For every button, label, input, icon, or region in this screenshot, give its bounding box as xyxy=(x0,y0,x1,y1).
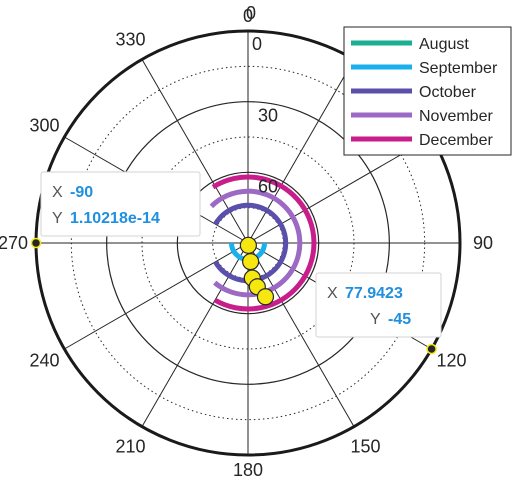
series-arc-december xyxy=(211,174,317,312)
datatip-x-key-1: X xyxy=(327,285,338,302)
series-arcs xyxy=(209,174,317,312)
datatip-y-value-1: -45 xyxy=(388,311,411,328)
datatip-anchor-1 xyxy=(426,343,437,355)
legend-item-october[interactable]: October xyxy=(351,84,477,101)
theta-tick-label-0: 0 xyxy=(243,6,253,26)
datatip-y-key-0: Y xyxy=(52,210,63,227)
data-markers xyxy=(239,236,275,306)
legend-label-november: November xyxy=(419,108,493,125)
datatip-x-value-0: -90 xyxy=(70,184,93,201)
datatip-box-0 xyxy=(40,171,201,237)
legend-item-august[interactable]: August xyxy=(351,36,469,53)
legend-label-october: October xyxy=(419,84,477,101)
theta-tick-label-150: 150 xyxy=(350,437,380,457)
data-marker-1[interactable] xyxy=(242,253,260,271)
datatip-y-key-1: Y xyxy=(370,311,381,328)
r-tick-label-0: 0 xyxy=(252,34,262,54)
legend[interactable]: August September October November Decemb… xyxy=(343,26,512,156)
theta-gridline-240 xyxy=(64,242,249,350)
datatip-anchor-0 xyxy=(30,237,42,249)
legend-item-september[interactable]: September xyxy=(351,60,498,77)
r-minor-gridcircle-15 xyxy=(70,65,426,421)
theta-tick-label-270: 270 xyxy=(0,233,28,253)
theta-zero-label: 0 xyxy=(246,3,256,23)
legend-label-september: September xyxy=(419,60,498,77)
theta-tick-label-210: 210 xyxy=(115,437,145,457)
data-marker-4[interactable] xyxy=(256,288,275,306)
datatip-x-key-0: X xyxy=(52,184,63,201)
data-marker-0[interactable] xyxy=(239,236,257,254)
theta-tick-label-300: 300 xyxy=(29,116,59,136)
legend-label-december: December xyxy=(419,132,493,149)
legend-label-august: August xyxy=(419,36,469,53)
theta-tick-label-120: 120 xyxy=(436,351,466,371)
series-arc-october xyxy=(213,202,289,284)
datatip-0[interactable]: X -90Y 1.10218e-14 xyxy=(30,171,201,249)
legend-item-december[interactable]: December xyxy=(351,132,493,149)
legend-item-november[interactable]: November xyxy=(351,108,493,125)
datatip-x-value-1: 77.9423 xyxy=(345,285,403,302)
theta-tick-label-330: 330 xyxy=(115,29,145,49)
r-tick-label-60: 60 xyxy=(258,176,278,196)
r-minor-gridcircle-45 xyxy=(141,136,355,350)
r-gridcircle-60 xyxy=(176,171,320,315)
theta-tick-label-180: 180 xyxy=(233,460,263,480)
theta-gridline-330 xyxy=(141,59,249,244)
datatip-box-1 xyxy=(315,272,442,338)
datatip-y-value-0: 1.10218e-14 xyxy=(70,210,160,227)
theta-tick-label-90: 90 xyxy=(473,233,493,253)
r-tick-label-30: 30 xyxy=(258,106,278,126)
theta-tick-label-240: 240 xyxy=(29,351,59,371)
series-arc-november xyxy=(209,188,303,298)
r-gridcircle-30 xyxy=(106,101,390,385)
